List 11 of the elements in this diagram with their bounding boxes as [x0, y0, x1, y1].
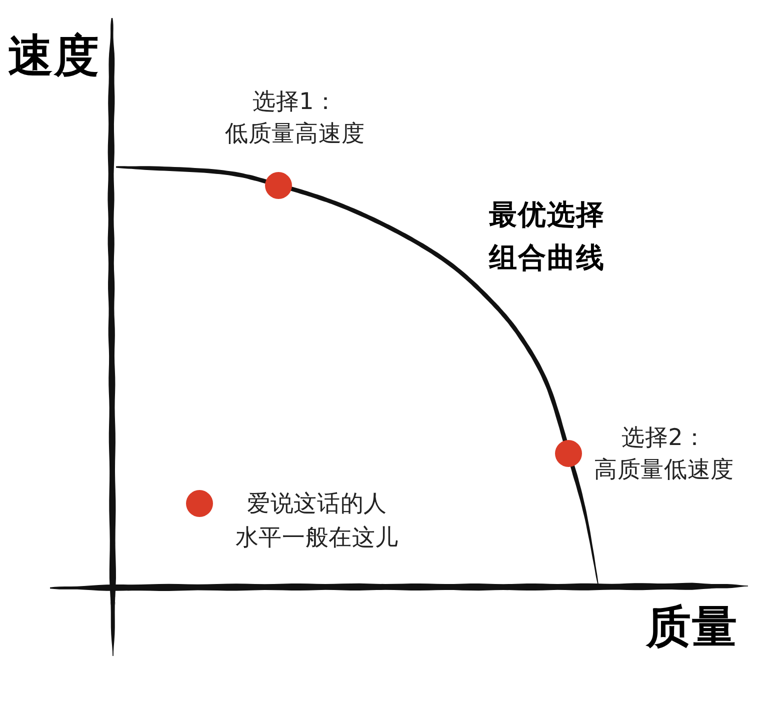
point-marker	[186, 490, 212, 516]
point-marker	[264, 172, 292, 198]
axis-title: 速度	[8, 33, 100, 79]
axis-title: 质量	[646, 604, 738, 650]
point-label: 选择1：	[252, 88, 338, 117]
point-label: 低质量高速度	[225, 120, 365, 149]
point-label: 选择2：	[622, 424, 706, 453]
point-label: 爱说这话的人水平一般在这儿	[235, 490, 399, 553]
curve-label: 最优选择组合曲线	[489, 197, 605, 276]
point-marker	[554, 440, 582, 466]
point-label: 高质量低速度	[594, 456, 734, 485]
